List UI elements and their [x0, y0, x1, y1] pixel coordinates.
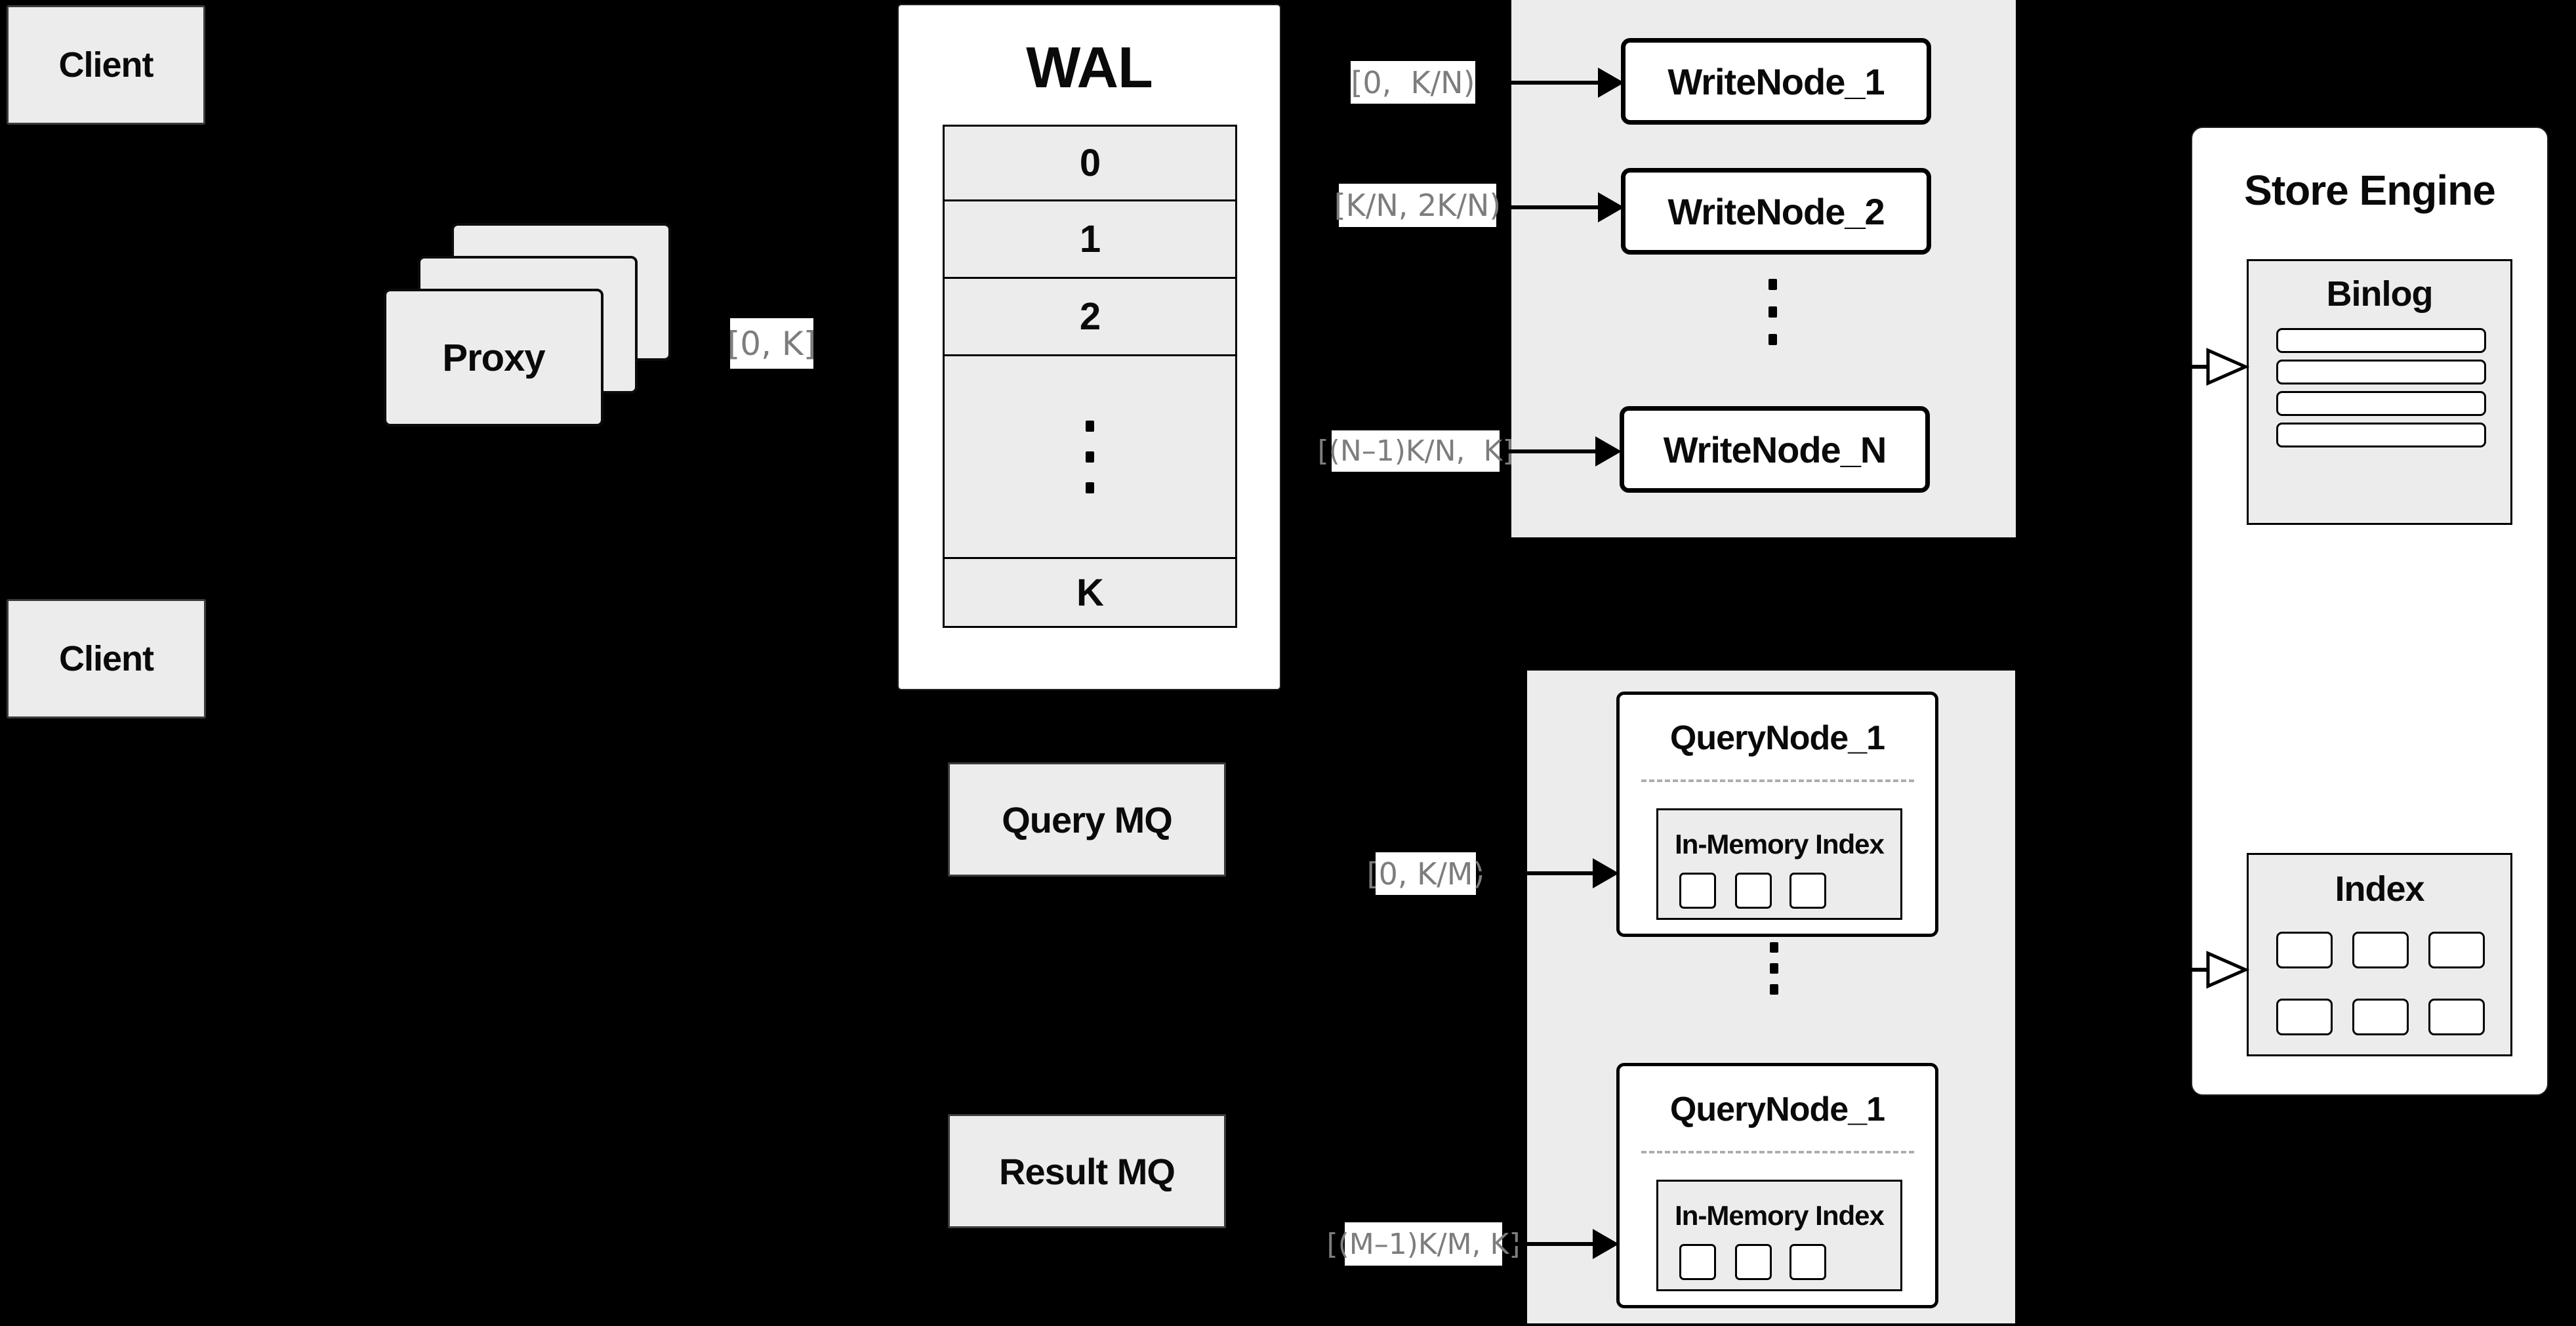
index-segment-icon	[2428, 999, 2485, 1035]
dashed-divider	[1641, 1151, 1914, 1153]
in-memory-index-box-bottom	[1656, 1180, 1902, 1291]
vertical-ellipsis-icon	[1765, 942, 1783, 995]
query-mq-box: Query MQ	[948, 762, 1226, 877]
write-node-n: WriteNode_N	[1620, 406, 1930, 493]
index-segment-icon	[1679, 873, 1716, 909]
vertical-ellipsis-icon	[1763, 279, 1782, 345]
wal-row-0: 0	[1079, 142, 1101, 184]
range-label-proxy-out: [0, K]	[727, 318, 816, 369]
index-segment-icon	[1679, 1244, 1716, 1280]
result-mq-box: Result MQ	[948, 1114, 1226, 1228]
vertical-ellipsis-icon	[1086, 420, 1094, 493]
binlog-title: Binlog	[2326, 274, 2434, 314]
index-segment-icon	[2428, 932, 2485, 968]
binlog-segment-icon	[2276, 360, 2486, 384]
range-label-write-1: [0, K/N)	[1351, 61, 1475, 104]
range-label-query-m: [(M–1)K/M, K]	[1326, 1222, 1521, 1266]
wal-row-k: K	[945, 557, 1235, 626]
range-label-write-2: [K/N, 2K/N)	[1334, 184, 1501, 227]
wal-row-ellipsis	[945, 354, 1235, 557]
index-segment-icon	[2352, 999, 2409, 1035]
in-memory-index-title-top: In-Memory Index	[1675, 829, 1885, 860]
store-engine-title: Store Engine	[2244, 167, 2496, 214]
binlog-segment-icon	[2276, 423, 2486, 447]
in-memory-index-title-bottom: In-Memory Index	[1675, 1200, 1885, 1231]
index-segment-icon	[1735, 1244, 1772, 1280]
query-node-bottom-title: QueryNode_1	[1669, 1090, 1885, 1129]
wal-row-1: 1	[945, 199, 1235, 277]
index-segment-icon	[2276, 932, 2333, 968]
write-node-2: WriteNode_2	[1621, 168, 1931, 255]
dashed-divider	[1641, 779, 1914, 782]
range-label-write-n: [(N–1)K/N, K]	[1318, 430, 1514, 472]
range-label-query-1: [0, K/M)	[1367, 852, 1484, 895]
index-segment-icon	[1735, 873, 1772, 909]
binlog-segment-icon	[2276, 391, 2486, 416]
index-segment-icon	[1789, 873, 1826, 909]
index-title: Index	[2335, 869, 2424, 909]
index-segment-icon	[1789, 1244, 1826, 1280]
proxy-card-front: Proxy	[384, 289, 603, 426]
binlog-segment-icon	[2276, 328, 2486, 353]
wal-title: WAL	[1026, 34, 1153, 100]
query-node-top-title: QueryNode_1	[1669, 719, 1885, 757]
index-segment-icon	[2352, 932, 2409, 968]
client-box-bottom: Client	[7, 599, 206, 718]
wal-row-2: 2	[945, 277, 1235, 354]
index-segment-icon	[2276, 999, 2333, 1035]
wal-segment-table: 0 1 2 K	[943, 125, 1237, 628]
client-box-top: Client	[7, 5, 205, 125]
write-node-1: WriteNode_1	[1621, 38, 1931, 125]
